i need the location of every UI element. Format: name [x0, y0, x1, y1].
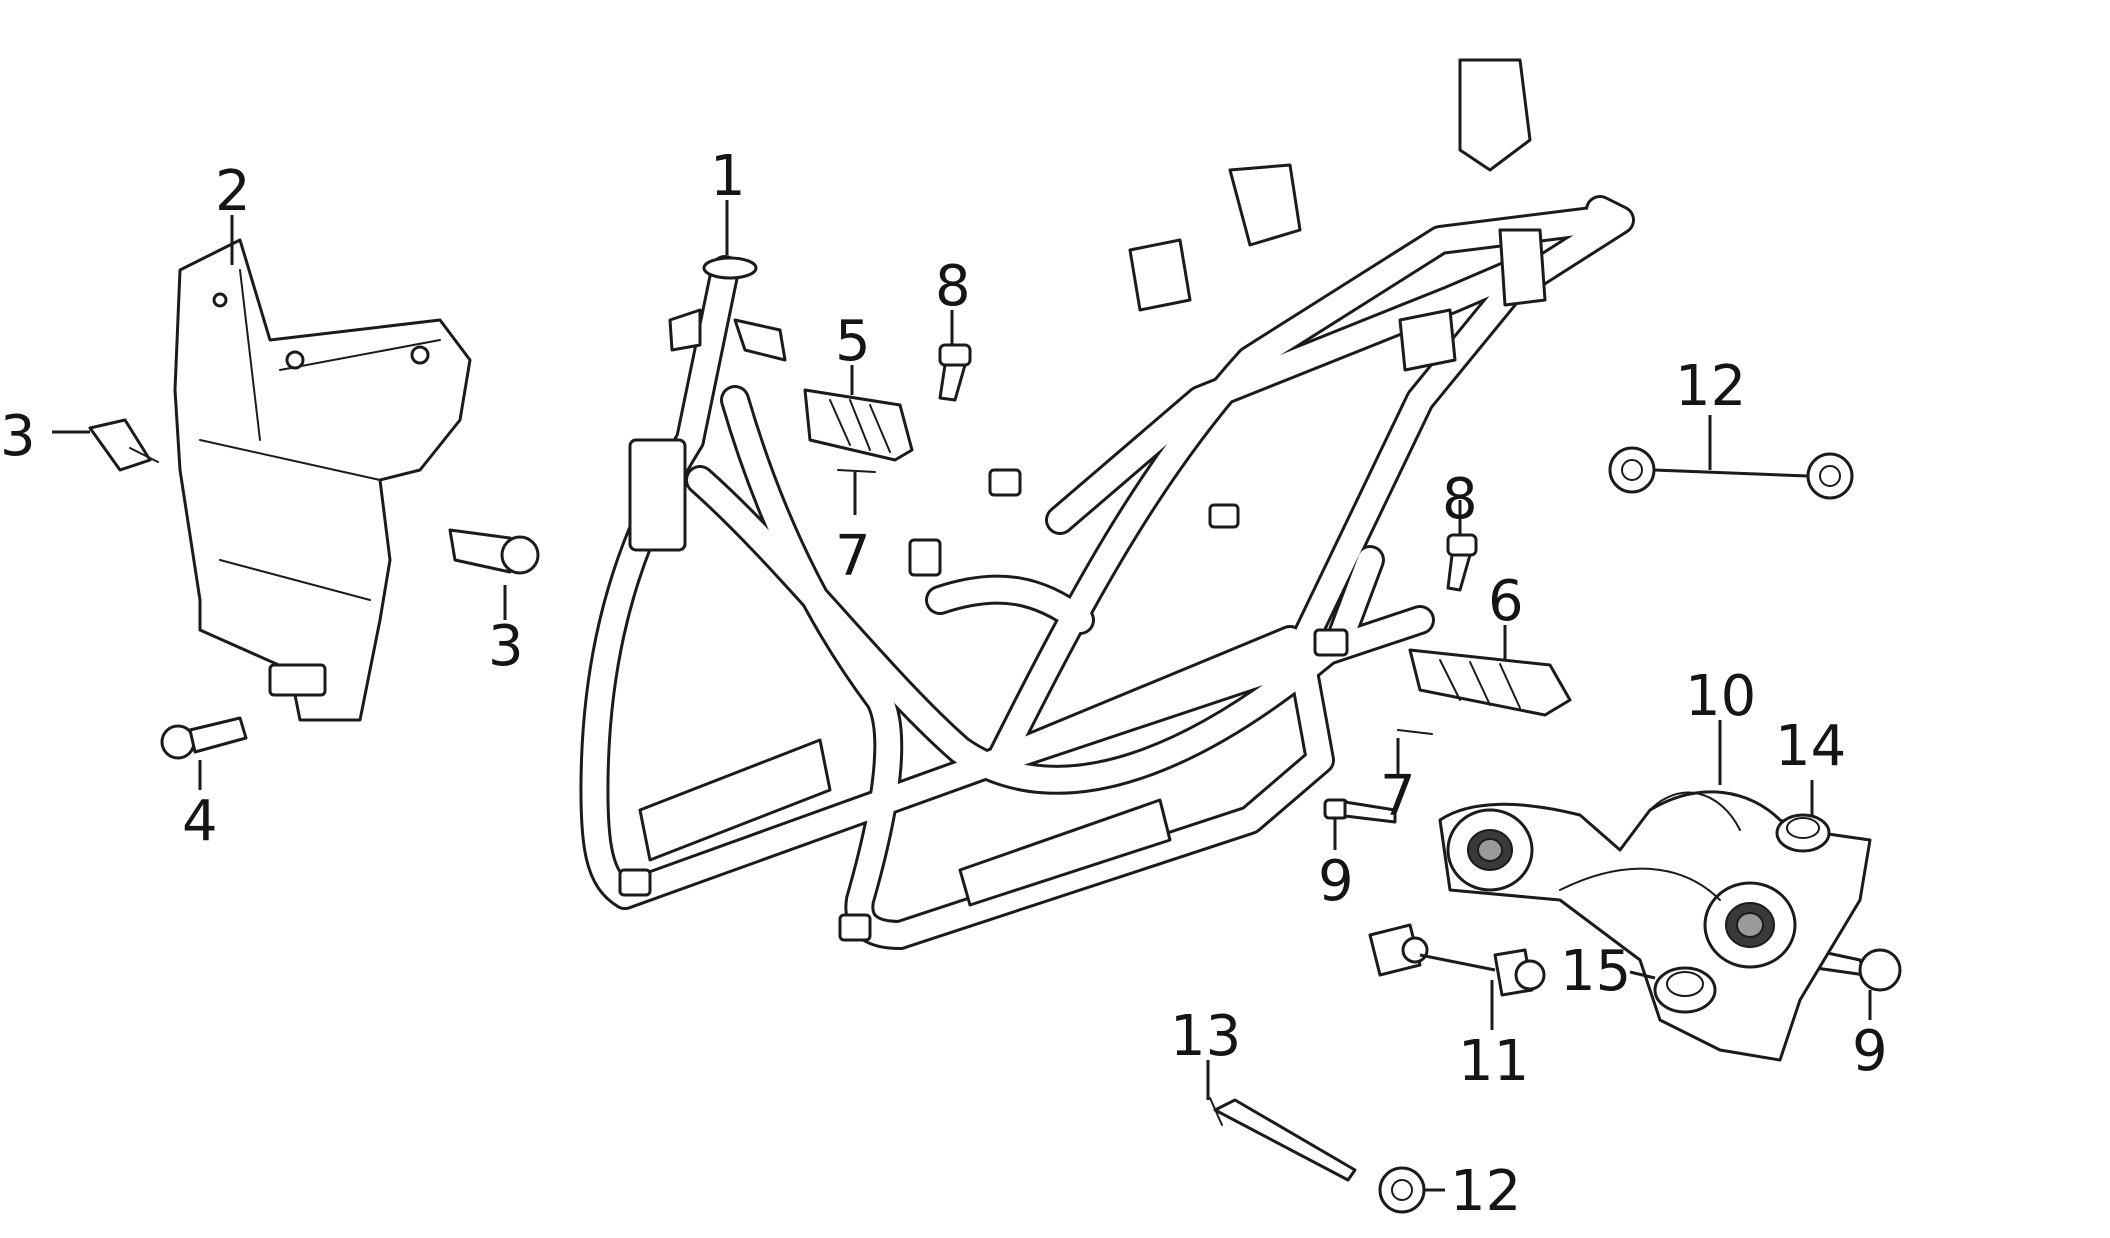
callout-6: 6: [1488, 569, 1524, 634]
callout-12-lower: 12: [1450, 1159, 1521, 1224]
damper-14: [1775, 813, 1831, 853]
nut-12-upper-right: [1806, 452, 1854, 500]
footrest-5: [803, 388, 914, 462]
bolt-8-upper: [938, 343, 972, 402]
callout-3-left: 3: [0, 404, 36, 469]
callout-4: 4: [182, 789, 218, 854]
bolt-4: [160, 716, 248, 760]
callout-3-right: 3: [488, 614, 524, 679]
frame-assembly: [579, 58, 1635, 950]
callout-9-left: 9: [1318, 849, 1354, 914]
callout-14: 14: [1775, 714, 1846, 779]
callout-15: 15: [1560, 939, 1631, 1004]
callout-7-upper: 7: [835, 524, 871, 589]
callout-8-upper: 8: [935, 254, 971, 319]
callout-5: 5: [835, 309, 871, 374]
callout-7-lower: 7: [1380, 764, 1416, 829]
bolt-8-lower: [1446, 533, 1478, 592]
callout-8-lower: 8: [1442, 467, 1478, 532]
damper-15: [1653, 966, 1717, 1014]
front-cover-bracket: [173, 238, 472, 722]
callout-10: 10: [1685, 664, 1756, 729]
bolt-3-right: [448, 528, 540, 575]
callout-9-right: 9: [1852, 1019, 1888, 1084]
engine-hanger-10: [1438, 790, 1872, 1062]
callout-1: 1: [710, 144, 746, 209]
leader-lines: [52, 200, 1872, 1192]
nut-12-lower: [1378, 1166, 1426, 1214]
callout-12-upper: 12: [1675, 354, 1746, 419]
callout-11: 11: [1458, 1029, 1529, 1094]
callout-2: 2: [215, 159, 251, 224]
pin-7-upper: [837, 469, 876, 473]
callout-13: 13: [1170, 1004, 1241, 1069]
long-bolt-13: [1209, 1097, 1357, 1182]
nut-12-upper-left: [1608, 446, 1656, 494]
bolt-3-left: [88, 418, 159, 472]
pin-7-lower: [1397, 729, 1433, 735]
footrest-6: [1408, 648, 1572, 717]
bushing-11: [1368, 923, 1546, 997]
